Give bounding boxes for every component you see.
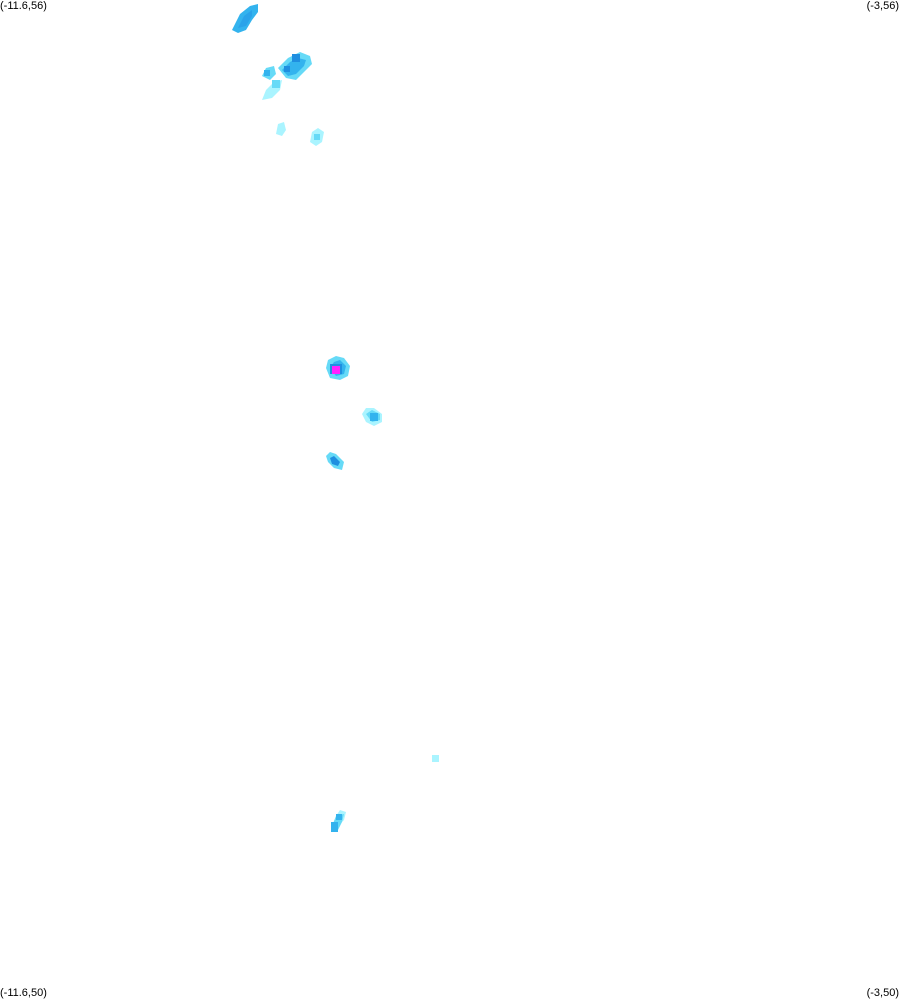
echo-upper-a-peak	[292, 54, 300, 62]
corner-label-bottom-right: (-3,50)	[866, 987, 899, 999]
echo-isolated	[432, 755, 439, 762]
echo-east-core	[370, 413, 378, 421]
echo-south-core2	[336, 814, 342, 820]
echo-sc-core	[330, 456, 340, 466]
echo-north-1-core	[238, 10, 252, 28]
corner-label-top-left: (-11.6,56)	[0, 0, 47, 12]
echo-south-core	[331, 822, 338, 832]
cell-cluster-upper	[262, 52, 312, 100]
echo-upper-a-peak2	[284, 66, 290, 72]
cell-cluster-center	[326, 356, 350, 380]
echo-upper-b-core	[264, 70, 270, 76]
corner-label-top-right: (-3,56)	[866, 0, 899, 12]
echo-small-a	[276, 122, 286, 136]
echo-upper-c-core	[272, 80, 280, 88]
corner-label-bottom-left: (-11.6,50)	[0, 987, 47, 999]
cell-cluster-north	[232, 4, 258, 33]
cell-cluster-isolated	[432, 755, 439, 762]
cell-cluster-east	[362, 408, 382, 426]
echo-small-b-core	[314, 134, 320, 140]
cell-cluster-small	[276, 122, 324, 146]
cell-cluster-south-central	[326, 452, 344, 470]
cell-cluster-south	[331, 810, 346, 832]
echo-center-peak	[332, 366, 340, 374]
